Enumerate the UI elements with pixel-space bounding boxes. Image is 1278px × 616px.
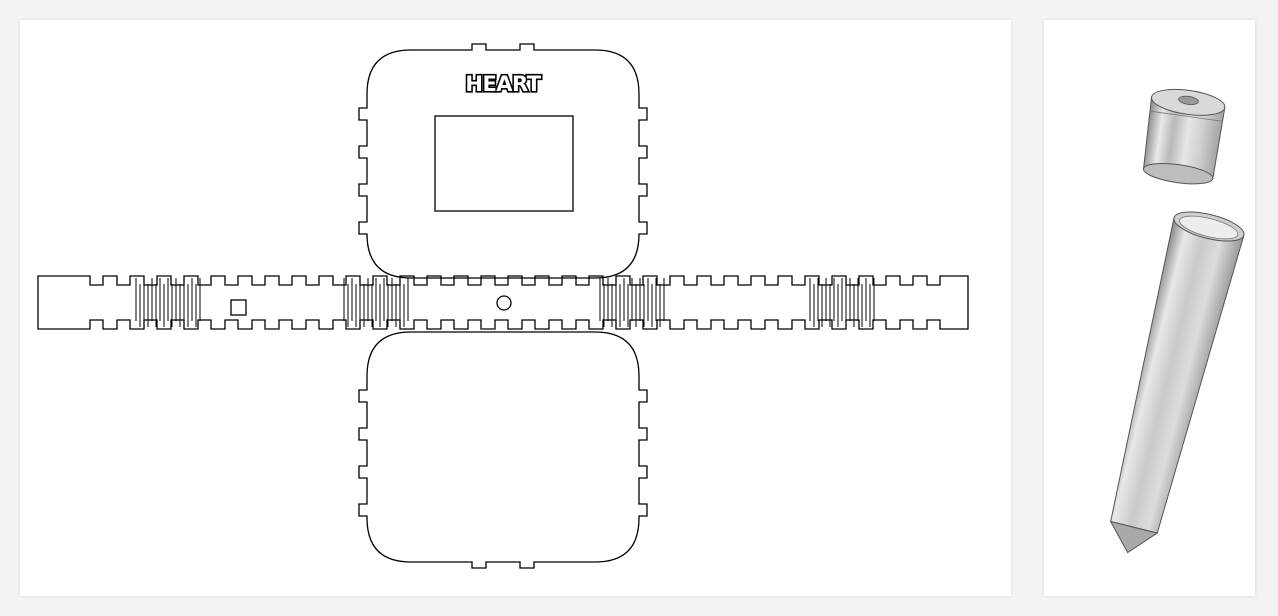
brand-logo-text: HEART — [465, 72, 541, 96]
top-face-outline — [358, 43, 648, 279]
band-round-hole — [496, 295, 512, 311]
band-outline — [37, 275, 969, 330]
band-square-hole — [230, 299, 247, 316]
display-window — [434, 115, 574, 212]
pen-cap — [1142, 88, 1226, 185]
cut-layout-drawing: HEART — [37, 43, 969, 569]
pen-render-drawing — [1109, 88, 1245, 554]
living-hinge-zones — [135, 278, 875, 327]
pen-body — [1109, 211, 1245, 554]
cut-layout-panel: HEART — [20, 20, 1011, 596]
bottom-face-outline — [358, 331, 648, 569]
pen-render-panel — [1044, 20, 1255, 596]
